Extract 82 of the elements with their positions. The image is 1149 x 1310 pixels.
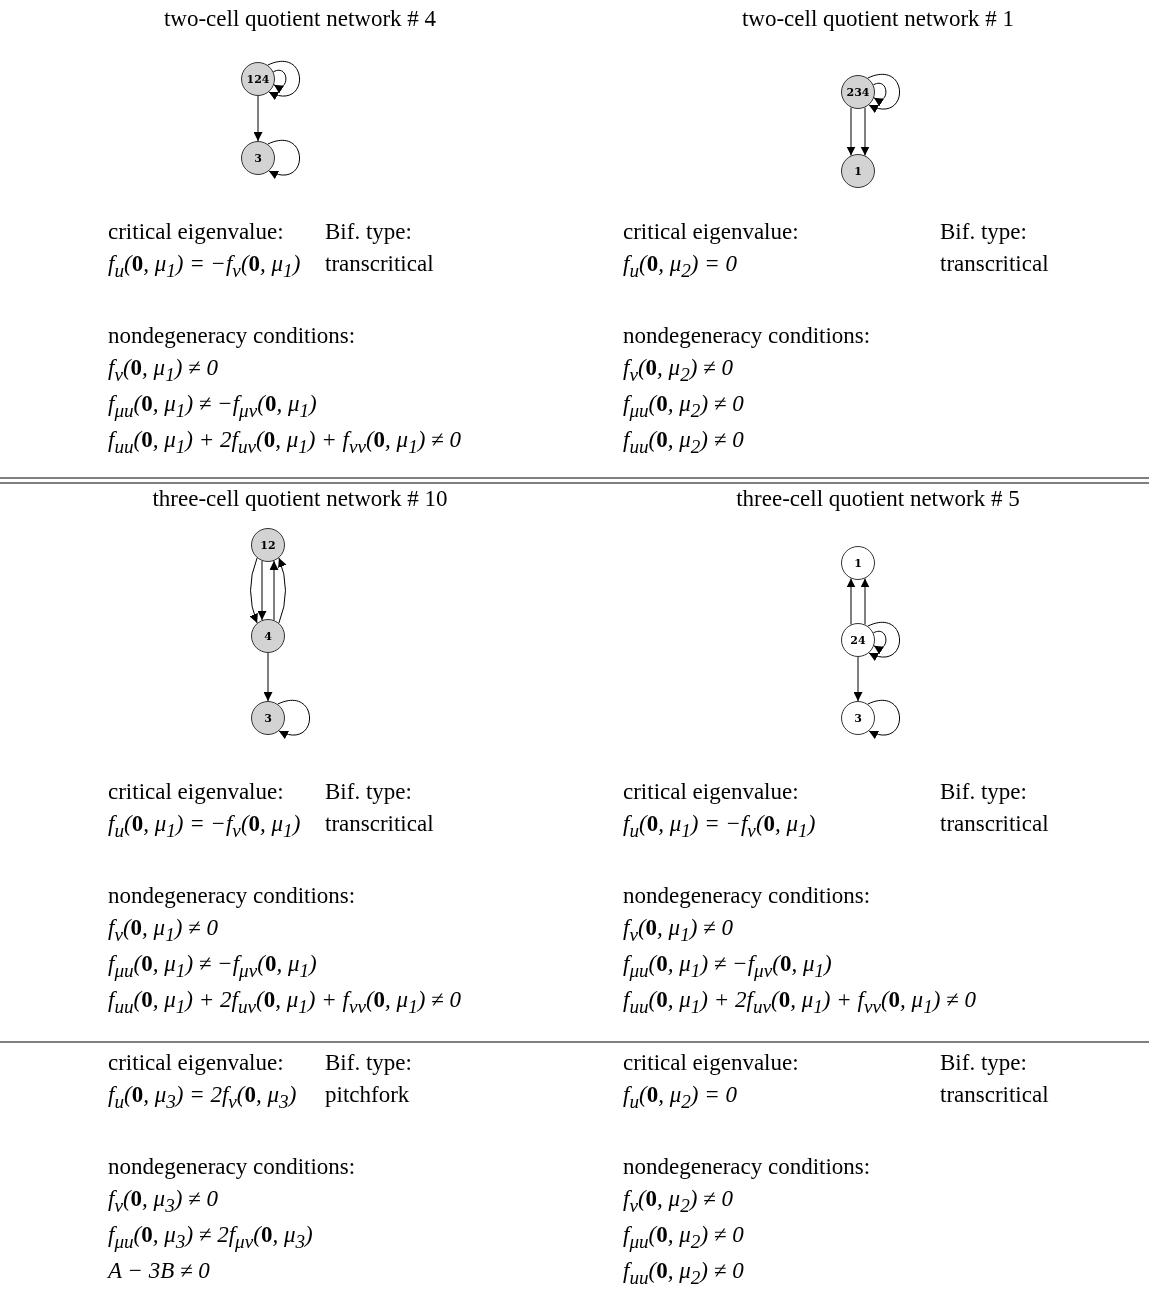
graph-node: 124 [241, 62, 275, 96]
graph-node: 3 [841, 701, 875, 735]
caption-text: nondegeneracy conditions: [108, 883, 356, 909]
formula-text: f$_{μu}$(0, μ$_{2}$) ≠ 0 [623, 1222, 744, 1252]
bifurcation-type-text: transcritical [325, 251, 434, 277]
graph-node: 3 [251, 701, 285, 735]
arrow [269, 560, 279, 621]
arrow [860, 578, 870, 625]
graph-node: 24 [841, 623, 875, 657]
formula-text: A − 3B ≠ 0 [108, 1258, 210, 1284]
formula-text: f$_{uu}$(0, μ$_{1}$) + 2f$_{uv}$(0, μ$_{1}$) + f$_{vv}$(0, μ$_{1}$) ≠ 0 [108, 987, 461, 1017]
bifurcation-type-text: pitchfork [325, 1082, 410, 1108]
arrow [867, 700, 901, 739]
arrow [867, 622, 901, 661]
graph-node: 234 [841, 75, 875, 109]
bifurcation-type-text: transcritical [325, 811, 434, 837]
formula-text: f$_{μu}$(0, μ$_{3}$) ≠ 2f$_{μv}$(0, μ$_{3}$) [108, 1222, 313, 1252]
arrow [872, 630, 887, 654]
caption-text: critical eigenvalue: [108, 779, 284, 805]
graph-node: 3 [241, 141, 275, 175]
caption-text: Bif. type: [940, 219, 1027, 245]
arrow [872, 82, 887, 106]
caption-text: Bif. type: [940, 779, 1027, 805]
arrow [263, 652, 273, 702]
panel-heading: two-cell quotient network # 1 [741, 6, 1015, 32]
formula-text: f$_{μu}$(0, μ$_{1}$) ≠ −f$_{μv}$(0, μ$_{1}$) [623, 951, 832, 981]
arrow [249, 557, 259, 624]
caption-text: critical eigenvalue: [108, 219, 284, 245]
caption-text: critical eigenvalue: [623, 1050, 799, 1076]
bifurcation-type-text: transcritical [940, 811, 1049, 837]
formula-text: f$_{v}$(0, μ$_{1}$) ≠ 0 [623, 915, 733, 945]
caption-text: nondegeneracy conditions: [623, 1154, 871, 1180]
arrow [860, 107, 870, 156]
formula-text: f$_{uu}$(0, μ$_{1}$) + 2f$_{uv}$(0, μ$_{1}$) + f$_{vv}$(0, μ$_{1}$) ≠ 0 [623, 987, 976, 1017]
arrow [846, 578, 856, 625]
caption-text: Bif. type: [325, 779, 412, 805]
arrow [846, 107, 856, 156]
caption-text: nondegeneracy conditions: [623, 883, 871, 909]
formula-text: f$_{uu}$(0, μ$_{2}$) ≠ 0 [623, 427, 744, 457]
formula-text: f$_{μu}$(0, μ$_{2}$) ≠ 0 [623, 391, 744, 421]
caption-text: critical eigenvalue: [623, 219, 799, 245]
arrow [277, 557, 287, 624]
arrow [853, 656, 863, 702]
arrow [253, 95, 263, 142]
formula-text: f$_{u}$(0, μ$_{3}$) = 2f$_{v}$(0, μ$_{3}$) [108, 1082, 297, 1112]
panel-heading: two-cell quotient network # 4 [163, 6, 437, 32]
formula-text: f$_{u}$(0, μ$_{1}$) = −f$_{v}$(0, μ$_{1}$) [623, 811, 816, 841]
graph-node: 1 [841, 154, 875, 188]
panel-heading: three-cell quotient network # 10 [152, 486, 448, 512]
formula-text: f$_{μu}$(0, μ$_{1}$) ≠ −f$_{μv}$(0, μ$_{1}$) [108, 391, 317, 421]
arrow [277, 700, 311, 739]
caption-text: critical eigenvalue: [623, 779, 799, 805]
arrow [257, 560, 267, 621]
formula-text: f$_{v}$(0, μ$_{2}$) ≠ 0 [623, 355, 733, 385]
bifurcation-type-text: transcritical [940, 1082, 1049, 1108]
formula-text: f$_{μu}$(0, μ$_{1}$) ≠ −f$_{μv}$(0, μ$_{1}$) [108, 951, 317, 981]
formula-text: f$_{uu}$(0, μ$_{1}$) + 2f$_{uv}$(0, μ$_{1}$) + f$_{vv}$(0, μ$_{1}$) ≠ 0 [108, 427, 461, 457]
caption-text: nondegeneracy conditions: [623, 323, 871, 349]
caption-text: nondegeneracy conditions: [108, 323, 356, 349]
panel-heading: three-cell quotient network # 5 [736, 486, 1020, 512]
arrow [267, 61, 301, 100]
caption-text: Bif. type: [940, 1050, 1027, 1076]
formula-text: f$_{u}$(0, μ$_{1}$) = −f$_{v}$(0, μ$_{1}$) [108, 811, 301, 841]
graph-node: 1 [841, 546, 875, 580]
formula-text: f$_{u}$(0, μ$_{1}$) = −f$_{v}$(0, μ$_{1}$) [108, 251, 301, 281]
formula-text: f$_{u}$(0, μ$_{2}$) = 0 [623, 251, 737, 281]
formula-text: f$_{v}$(0, μ$_{1}$) ≠ 0 [108, 915, 218, 945]
bifurcation-type-text: transcritical [940, 251, 1049, 277]
formula-text: f$_{v}$(0, μ$_{3}$) ≠ 0 [108, 1186, 218, 1216]
formula-text: f$_{uu}$(0, μ$_{2}$) ≠ 0 [623, 1258, 744, 1288]
graph-node: 12 [251, 528, 285, 562]
caption-text: Bif. type: [325, 219, 412, 245]
caption-text: Bif. type: [325, 1050, 412, 1076]
caption-text: critical eigenvalue: [108, 1050, 284, 1076]
formula-text: f$_{v}$(0, μ$_{2}$) ≠ 0 [623, 1186, 733, 1216]
graph-node: 4 [251, 619, 285, 653]
formula-text: f$_{u}$(0, μ$_{2}$) = 0 [623, 1082, 737, 1112]
arrow [272, 69, 287, 93]
caption-text: nondegeneracy conditions: [108, 1154, 356, 1180]
arrow [867, 74, 901, 113]
formula-text: f$_{v}$(0, μ$_{1}$) ≠ 0 [108, 355, 218, 385]
arrow [267, 140, 301, 179]
